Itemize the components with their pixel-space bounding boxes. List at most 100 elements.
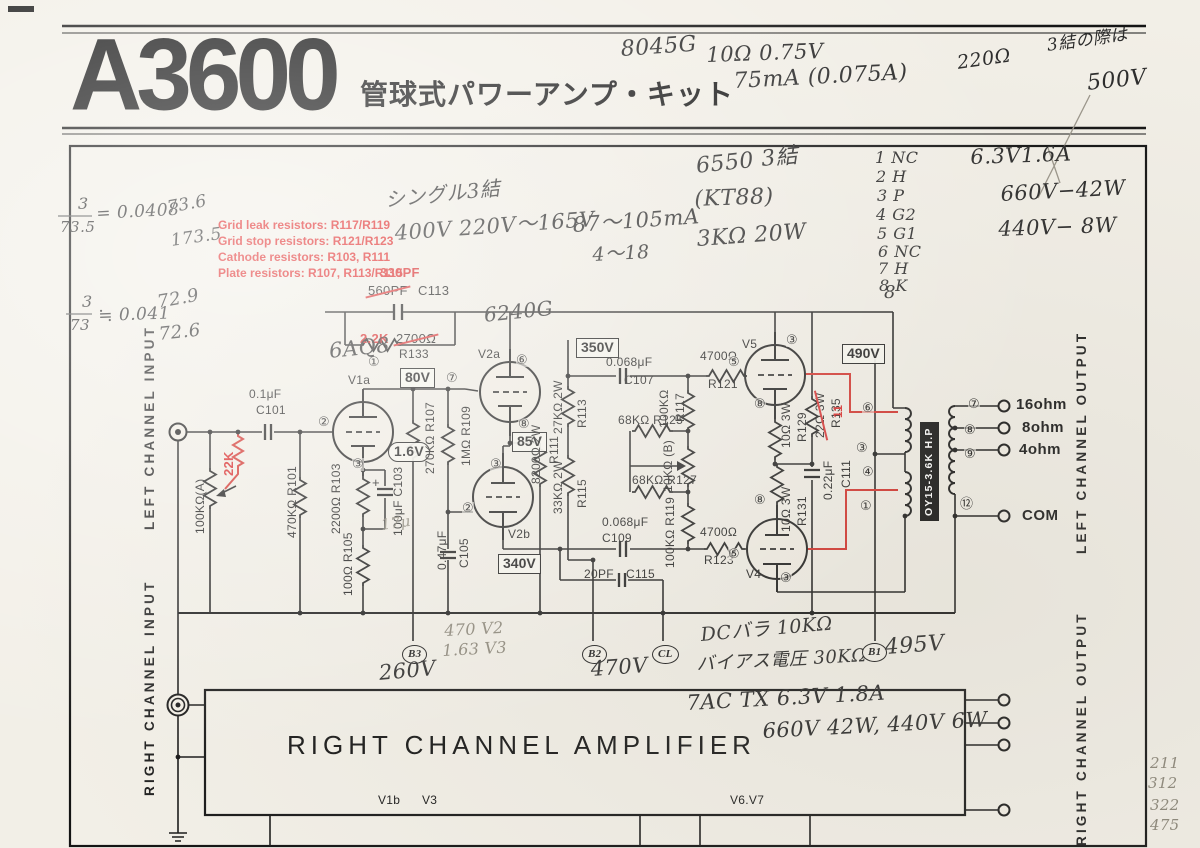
pin-v2a-7: ⑦	[446, 371, 458, 386]
lbl-c115-ref: C115	[626, 567, 655, 581]
hw-260v: 260V	[377, 656, 438, 685]
pin-v5-8: ⑧	[754, 397, 766, 412]
red-330pf: 330PF	[380, 265, 420, 280]
hw-163-v3: 1.63 V3	[441, 637, 508, 660]
pin-v5-5: ⑤	[728, 355, 740, 370]
hw-heater: 6.3V1.6A	[969, 141, 1072, 169]
lbl-r103: 2200Ω R103	[329, 463, 343, 534]
sec-left-input: LEFT CHANNEL INPUT	[142, 324, 157, 530]
lbl-r113-value: 27KΩ 2W	[551, 380, 565, 434]
hw-socket-pin7: 7 H	[878, 259, 909, 278]
lbl-c111-value: 0.22μF	[821, 460, 835, 500]
connectors	[166, 399, 1011, 842]
lbl-v1b: V1b	[378, 793, 401, 807]
red-11: 11	[831, 404, 845, 418]
pin-v4-8: ⑧	[754, 493, 766, 508]
hw-frac1-num: 3	[78, 194, 89, 213]
lbl-r123-value: 4700Ω	[700, 525, 738, 539]
lbl-c101-value: 0.1μF	[249, 387, 282, 401]
lbl-v3: V3	[422, 793, 438, 807]
hw-socket-pin3: 3 P	[877, 186, 905, 205]
hwp-312: 312	[1148, 774, 1178, 792]
terminal-4ohm	[997, 443, 1011, 457]
lbl-r125: 68KΩ R125	[618, 413, 684, 427]
lbl-c103-plus: +	[372, 475, 380, 490]
lbl-r123-ref: R123	[704, 553, 734, 567]
hw-socket-pin6: 6 NC	[878, 242, 922, 261]
lbl-r133-value: 2700Ω	[396, 331, 437, 346]
hw-frac2-den: 73	[70, 316, 91, 334]
right-out-terminal-1	[997, 693, 1011, 707]
hw-470v: 470V	[589, 653, 649, 681]
terminal-com	[997, 509, 1011, 523]
hw-440v-8w: 440V− 8W	[997, 212, 1118, 241]
lbl-r113-ref: R113	[575, 399, 589, 428]
lbl-r129-value: 10Ω 3W	[779, 402, 793, 448]
lbl-v1a: V1a	[348, 373, 371, 387]
terminal-b1: B1	[862, 643, 888, 662]
lbl-c105-ref: C105	[457, 538, 471, 568]
hwp-475: 475	[1150, 816, 1180, 834]
hwp-211: 211	[1150, 754, 1180, 772]
red-mod-wires	[224, 373, 898, 550]
out-8ohm: 8ohm	[1022, 419, 1065, 436]
hw-socket-pin5: 5 G1	[877, 224, 918, 243]
lbl-r119: 100KΩ R119	[663, 496, 677, 568]
ground-symbol	[169, 830, 187, 842]
lbl-r131-value: 10Ω 3W	[779, 486, 793, 532]
red-note-plate: Plate resistors: R107, R113/R115	[218, 266, 403, 280]
hw-socket-pin1: 1 NC	[875, 148, 919, 167]
lbl-c113-value: 560PF	[368, 283, 408, 298]
out-com: COM	[1022, 507, 1059, 524]
model-number: A3600	[70, 17, 341, 133]
lbl-r133-ref: R133	[399, 347, 429, 361]
pin-xfmr-4: ④	[862, 465, 874, 480]
terminal-16ohm	[997, 399, 1011, 413]
lbl-v4: V4	[746, 567, 762, 581]
product-subtitle: 管球式パワーアンプ・キット	[360, 78, 734, 111]
lbl-r129-ref: R129	[795, 412, 809, 442]
lbl-v2a: V2a	[478, 347, 501, 361]
pin-xfmr-9: ⑨	[964, 447, 976, 462]
pin-v1a-3: ③	[352, 457, 364, 472]
lbl-r111-value: 8200Ω 2W	[529, 424, 543, 484]
red-2-2k: 2.2K	[360, 331, 389, 346]
pin-v4-3: ③	[780, 571, 792, 586]
pin-v5-3: ③	[786, 333, 798, 348]
pin-v2b-3: ③	[490, 457, 502, 472]
hw-meter-note: 10Ω 0.75V	[705, 38, 824, 67]
sec-left-output: LEFT CHANNEL OUTPUT	[1074, 330, 1089, 554]
lbl-r135-value: 22Ω 3W	[813, 392, 827, 438]
right-amp-title: RIGHT CHANNEL AMPLIFIER	[287, 730, 756, 760]
marker-80v: 80V	[400, 368, 435, 389]
lbl-r105: 100Ω R105	[341, 532, 355, 596]
hw-socket-pin2: 2 H	[876, 167, 907, 186]
hw-socket-pin8: 8 K	[879, 276, 908, 295]
lbl-c107-value: 0.068μF	[606, 355, 653, 369]
resistors	[203, 338, 819, 587]
lbl-v6-v7: V6.V7	[730, 793, 765, 807]
red-note-grid-leak: Grid leak resistors: R117/R119	[218, 218, 391, 232]
hwp-322: 322	[1150, 796, 1180, 814]
lbl-c109-value: 0.068μF	[602, 515, 649, 529]
sec-right-input: RIGHT CHANNEL INPUT	[142, 579, 157, 796]
hw-500v: 500V	[1085, 64, 1149, 96]
hw-tube-8045g: 8045G	[619, 31, 698, 62]
lbl-c111-ref: C111	[839, 459, 853, 488]
pin-xfmr-1: ①	[860, 499, 872, 514]
pin-v1a-2: ②	[318, 415, 330, 430]
hw-socket-pin4: 4 G2	[876, 205, 917, 224]
lbl-v2b: V2b	[508, 527, 531, 541]
lbl-r115-value: 33KΩ 2W	[551, 460, 565, 514]
pin-v1a-1: ①	[368, 355, 380, 370]
lbl-c101-ref: C101	[256, 403, 286, 417]
pencil-strokes	[58, 94, 1091, 315]
hw-470-v2: 470 V2	[443, 617, 504, 640]
junction-dots	[175, 373, 958, 760]
red-22k: 22K	[221, 451, 236, 476]
pin-xfmr-7: ⑦	[968, 397, 980, 412]
pin-xfmr-8: ⑧	[964, 423, 976, 438]
tube-v2a	[479, 348, 541, 437]
